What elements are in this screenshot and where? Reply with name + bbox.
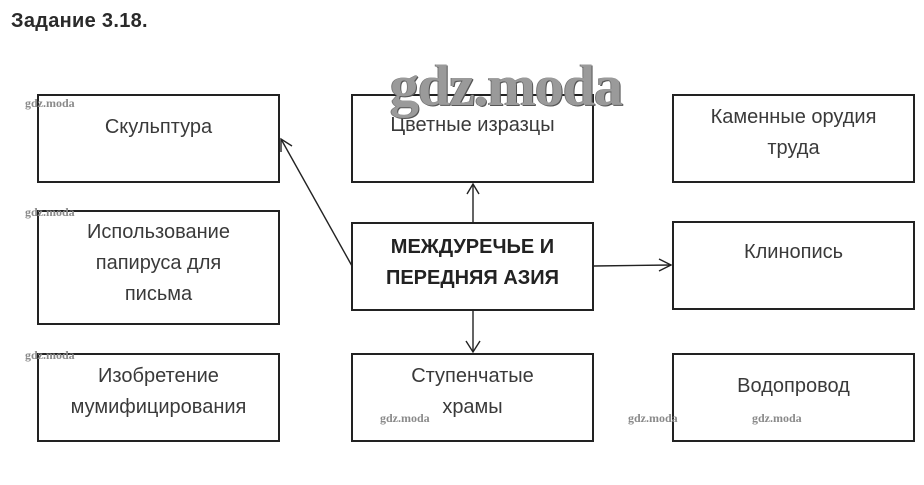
box-cuneiform-label: Клинопись (743, 241, 844, 263)
box-colored-tiles: Цветные изразцы (351, 94, 594, 183)
box-step-temples: Ступенчатые храмы (351, 353, 594, 442)
box-sculpture-label: Скульптура (104, 116, 213, 138)
box-stone-tools-label: Каменные орудия труда (710, 106, 877, 159)
watermark-small: gdz.moda (25, 348, 75, 362)
box-mummification: Изобретение мумифицирования (37, 353, 280, 442)
arrowhead-temples (465, 340, 481, 354)
watermark-small: gdz.moda (628, 411, 678, 425)
box-papyrus-label: Использование папируса для письма (87, 221, 230, 305)
box-aqueduct: Водопровод (672, 353, 915, 442)
box-center-mesopotamia: МЕЖДУРЕЧЬЕ И ПЕРЕДНЯЯ АЗИЯ (351, 222, 594, 311)
box-center-label: МЕЖДУРЕЧЬЕ И ПЕРЕДНЯЯ АЗИЯ (385, 236, 560, 289)
box-cuneiform: Клинопись (672, 221, 915, 310)
watermark-small: gdz.moda (380, 411, 430, 425)
box-mummification-label: Изобретение мумифицирования (70, 365, 247, 418)
watermark-logo: gdz.moda (390, 53, 623, 118)
arrowhead-sculpture (280, 137, 293, 152)
watermark-small: gdz.moda (25, 205, 75, 219)
box-papyrus: Использование папируса для письма (37, 210, 280, 325)
box-step-temples-label: Ступенчатые храмы (411, 365, 534, 418)
arrowhead-cuneiform (658, 258, 673, 272)
box-sculpture: Скульптура (37, 94, 280, 183)
arrow-to-cuneiform (593, 264, 672, 267)
task-title: Задание 3.18. (11, 10, 148, 32)
box-aqueduct-label: Водопровод (737, 375, 850, 397)
box-colored-tiles-label: Цветные изразцы (390, 114, 555, 136)
watermark-small: gdz.moda (25, 96, 75, 110)
arrowhead-tiles (466, 182, 480, 195)
watermark-small: gdz.moda (752, 411, 802, 425)
arrow-to-sculpture (280, 138, 353, 267)
box-stone-tools: Каменные орудия труда (672, 94, 915, 183)
